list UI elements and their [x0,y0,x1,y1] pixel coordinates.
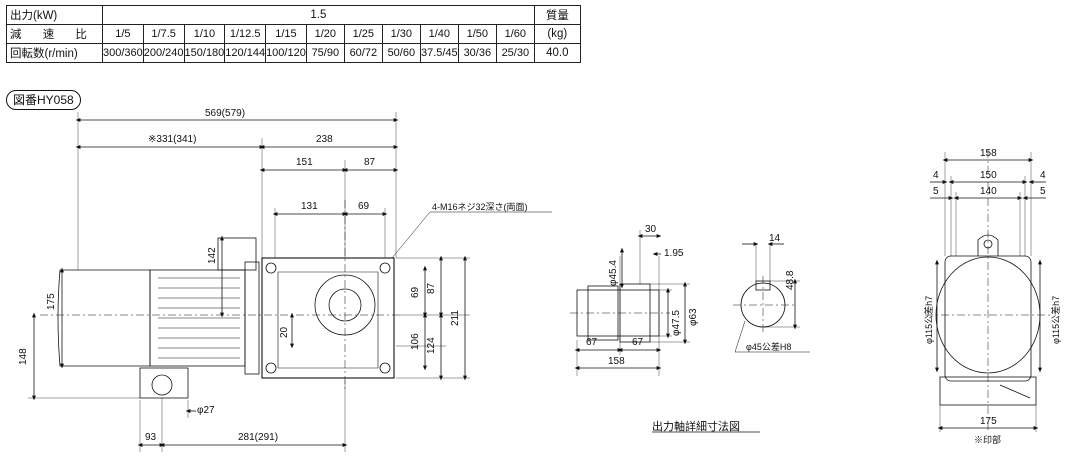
end-view [925,150,1050,432]
dim-140-label: 140 [980,186,997,197]
dim-phi47-5-label: φ47.5 [671,310,682,336]
dim-124-label: 124 [426,337,437,354]
dim-69-top-label: 69 [358,201,370,212]
dim-281-label: 281(291) [238,432,279,443]
dim-67-right-label: 67 [632,337,644,348]
dim-14-label: 14 [769,233,781,244]
speed-cell: 120/144 [224,43,267,63]
dim-106-label: 106 [410,333,421,350]
table-row: 回転数(r/min) 300/360 200/240 150/180 120/1… [6,43,581,63]
ratio-cell: 1/40 [419,24,459,44]
speed-cell: 25/30 [495,43,535,63]
ratio-cell: 1/20 [305,24,345,44]
mass-unit: (kg) [533,24,581,44]
dim-158-shaft-label: 158 [608,356,625,367]
dim-1-95-label: 1.95 [664,248,684,259]
dim-150-label: 150 [980,170,997,181]
dim-131-label: 131 [301,201,318,212]
dim-overall-label: 569(579) [205,108,246,119]
dim-211-label: 211 [450,310,461,326]
fan-foot [139,367,189,399]
dim-175-label: 175 [46,293,57,310]
speed-label: 回転数(r/min) [6,43,103,63]
dim-67-left-label: 67 [586,337,598,348]
gearbox-housing [261,257,395,379]
shaft-detail-view [570,230,810,433]
dim-phi63-label: φ63 [688,308,699,326]
dim-175-end-label: 175 [980,416,997,427]
speed-cell: 200/240 [142,43,185,63]
motor-end-cap [57,269,151,367]
dim-phi27-label: φ27 [197,405,215,416]
speed-cell: 60/72 [343,43,383,63]
dim-87-top-label: 87 [364,157,376,168]
ratio-cell: 1/5 [102,24,144,44]
dim-motor-side-label: ※331(341) [148,134,197,145]
speed-cell: 100/120 [265,43,307,63]
speed-cell: 300/360 [102,43,144,63]
dim-phi45h8-label: φ45公差H8 [746,342,792,352]
mass-value: 40.0 [533,43,581,63]
dim-gearbox-label: 238 [316,134,333,145]
speed-cell: 30/36 [457,43,497,63]
tap-note-label: 4-M16ネジ32深さ(両面) [432,202,528,212]
dim-93-label: 93 [145,432,157,443]
dim-151-label: 151 [296,157,313,168]
dim-5-right-label: 5 [1040,186,1046,197]
dim-148-label: 148 [18,348,29,365]
dim-phi45-4-label: φ45.4 [608,260,619,286]
lifting-eye [977,234,999,256]
dim-5-left-label: 5 [933,186,939,197]
dim-30-label: 30 [645,224,657,235]
note-mark-label: ※印部 [974,435,1002,445]
shaft-detail-caption: 出力軸詳細寸法図 [652,421,740,433]
speed-cell: 150/180 [183,43,226,63]
dim-158-end-label: 158 [980,148,997,159]
figure-id-badge: 図番HY058 [6,90,81,110]
dim-20-label: 20 [279,326,290,338]
motor-flange [244,261,260,375]
dim-142-label: 142 [207,247,218,264]
speed-cell: 50/60 [381,43,421,63]
main-side-view [28,112,552,452]
dim-69-right-label: 69 [410,286,421,298]
dim-4-right-label: 4 [1040,170,1046,181]
table-row: 減 速 比 1/5 1/7.5 1/10 1/12.5 1/15 1/20 1/… [6,24,581,44]
dim-phi115-left-label: φ115公差h7 [924,295,934,344]
dim-48-8-label: 48.8 [785,270,796,290]
terminal-box [217,237,257,271]
dim-4-left-label: 4 [933,170,939,181]
dim-87-right-label: 87 [426,282,437,294]
dim-phi115-right-label: φ115公差h7 [1051,295,1061,344]
spec-table: 出力(kW) 1.5 質量 減 速 比 1/5 1/7.5 1/10 1/12.… [6,5,581,63]
